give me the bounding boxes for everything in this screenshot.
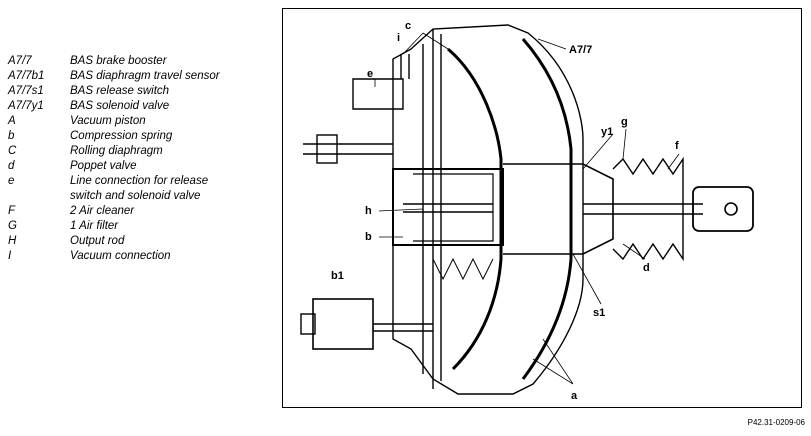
- legend-row: A Vacuum piston: [8, 114, 278, 129]
- leader-g: [622, 128, 627, 160]
- legend-desc: BAS release switch: [70, 85, 170, 97]
- legend-desc: BAS brake booster: [70, 55, 167, 67]
- vacuum-connection: [352, 78, 404, 110]
- legend-row: d Poppet valve: [8, 159, 278, 174]
- legend-desc: Output rod: [70, 235, 125, 247]
- rod-inner: [403, 203, 493, 213]
- legend-desc: BAS diaphragm travel sensor: [70, 70, 220, 82]
- leader-y1: [582, 133, 614, 170]
- legend-row: C Rolling diaphragm: [8, 144, 278, 159]
- legend-code: e: [8, 175, 15, 187]
- bellows-boot: [612, 156, 684, 262]
- callout-s1: s1: [593, 307, 605, 319]
- output-rod: [303, 143, 393, 155]
- leader-d: [622, 243, 646, 260]
- leader-c: [402, 32, 449, 55]
- legend-code: G: [8, 220, 17, 232]
- legend-desc: 1 Air filter: [70, 220, 119, 232]
- legend-desc: Poppet valve: [70, 160, 137, 172]
- leader-s1: [572, 253, 602, 305]
- legend-row: A7/7 BAS brake booster: [8, 54, 278, 69]
- callout-b1: b1: [331, 270, 344, 282]
- callout-g: g: [621, 116, 628, 128]
- legend-code: A7/7: [8, 55, 32, 67]
- legend-desc: Compression spring: [70, 130, 173, 142]
- vacuum-piston: [413, 173, 494, 242]
- callout-f: f: [675, 140, 679, 152]
- callout-c: c: [405, 20, 411, 32]
- callout-d: d: [643, 262, 650, 274]
- legend-desc: 2 Air cleaner: [70, 205, 135, 217]
- callout-a77: A7/7: [569, 44, 592, 56]
- rolling-diaphragm-2: [521, 38, 573, 380]
- sensor-cable: [373, 323, 433, 332]
- legend-code: C: [8, 145, 17, 157]
- legend-desc: Vacuum piston: [70, 115, 146, 127]
- legend-row: A7/7s1 BAS release switch: [8, 84, 278, 99]
- legend-desc: Vacuum connection: [70, 250, 171, 262]
- legend-code: F: [8, 205, 16, 217]
- legend-row: I Vacuum connection: [8, 249, 278, 264]
- legend-desc: Rolling diaphragm: [70, 145, 163, 157]
- callout-h: h: [365, 205, 372, 217]
- callout-i: i: [397, 32, 400, 44]
- travel-sensor: [312, 298, 374, 350]
- legend-row: e Line connection for release switch and …: [8, 174, 278, 204]
- callout-a: a: [571, 390, 578, 402]
- legend-row: G 1 Air filter: [8, 219, 278, 234]
- legend-code: A7/7s1: [8, 85, 44, 97]
- rolling-diaphragm: [447, 47, 503, 371]
- legend-code: b: [8, 130, 15, 142]
- leader-h: [378, 208, 424, 212]
- vacuum-pipe: [400, 54, 410, 79]
- booster-housing: [392, 24, 584, 395]
- legend-row: A7/7b1 BAS diaphragm travel sensor: [8, 69, 278, 84]
- legend-desc: BAS solenoid valve: [70, 100, 170, 112]
- legend-code: H: [8, 235, 17, 247]
- central-body: [392, 168, 504, 246]
- figure-reference: P42.31-0209-06: [747, 418, 805, 427]
- legend-code: A: [8, 115, 16, 127]
- valve-housing: [503, 163, 614, 255]
- callout-e: e: [367, 68, 373, 80]
- legend-code: I: [8, 250, 12, 262]
- legend-row: F 2 Air cleaner: [8, 204, 278, 219]
- legend-code: A7/7b1: [8, 70, 45, 82]
- clevis: [692, 186, 754, 232]
- legend-desc: Line connection for release switch and s…: [70, 175, 209, 202]
- leader-f: [667, 153, 680, 170]
- callout-b: b: [365, 231, 372, 243]
- callout-y1: y1: [601, 126, 613, 138]
- legend-row: b Compression spring: [8, 129, 278, 144]
- clevis-hole: [724, 202, 738, 216]
- input-rod: [583, 203, 703, 215]
- leader-a: [532, 338, 574, 385]
- output-rod-end: [316, 134, 338, 164]
- legend: A7/7 BAS brake booster A7/7b1 BAS diaphrag…: [8, 54, 278, 264]
- legend-row: A7/7y1 BAS solenoid valve: [8, 99, 278, 114]
- compression-spring: [432, 257, 494, 281]
- legend-code: d: [8, 160, 15, 172]
- brake-booster-figure: c i A7/7 e y1 g f h b d b1 s1 a: [282, 8, 802, 408]
- legend-code: A7/7y1: [8, 100, 44, 112]
- brake-booster-drawing: c i A7/7 e y1 g f h b d b1 s1 a: [300, 20, 754, 402]
- legend-row: H Output rod: [8, 234, 278, 249]
- sensor-connector: [300, 313, 316, 335]
- leader-a77: [537, 38, 567, 50]
